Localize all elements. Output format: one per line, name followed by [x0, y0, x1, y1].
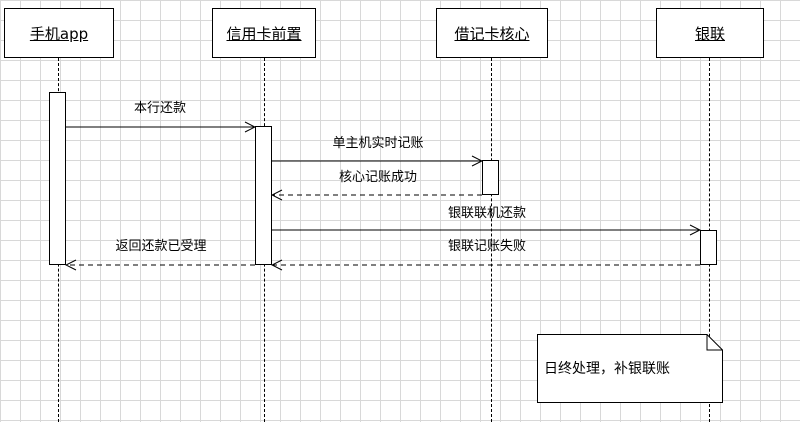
participant-unionpay: 银联 [656, 8, 764, 58]
message-label-m6: 返回还款已受理 [115, 239, 207, 254]
message-label-m5: 银联记账失败 [447, 239, 527, 254]
message-label-m3: 核心记账成功 [338, 170, 418, 185]
message-label-m4: 银联联机还款 [447, 206, 527, 221]
activation-mobile-app [49, 92, 66, 265]
message-label-m2: 单主机实时记账 [332, 136, 424, 151]
note-text: 日终处理，补银联账 [544, 361, 670, 377]
message-label-m1: 本行还款 [133, 101, 187, 116]
activation-unionpay [700, 230, 717, 265]
activation-debit-card-core [482, 160, 499, 195]
lifeline-debit-card-core [491, 58, 492, 422]
participant-debit-card-core: 借记卡核心 [436, 8, 548, 58]
participant-mobile-app: 手机app [4, 8, 114, 58]
participant-credit-card-front: 信用卡前置 [212, 8, 316, 58]
note-shape [537, 334, 723, 403]
